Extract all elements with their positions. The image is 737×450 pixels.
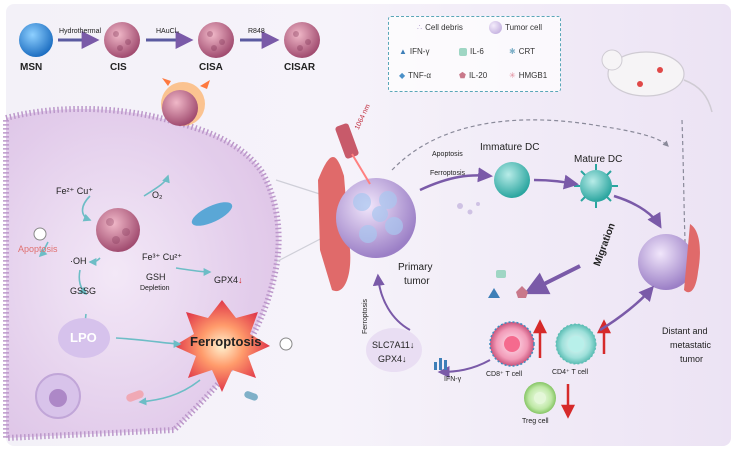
legend-crt: ✱CRT <box>509 47 535 56</box>
primary-tumor-label-2: tumor <box>404 276 430 287</box>
msn-label: MSN <box>20 62 43 73</box>
ferroptosis-vertical-label: Ferroptosis <box>362 298 369 334</box>
mitochondrion-icon <box>191 202 233 226</box>
gpx4-label: GPX4↓ <box>214 275 243 285</box>
cd8-label: CD8⁺ T cell <box>486 371 523 378</box>
slc7a11-label: SLC7A11↓ <box>372 340 415 350</box>
legend-box: ∴Cell debris Tumor cell ▲IFN-γ IL-6 ✱CRT… <box>388 16 561 92</box>
distant-tumor-label-1: Distant and <box>662 326 708 336</box>
sphere-icon <box>489 21 502 34</box>
legend-ifn: ▲IFN-γ <box>399 47 430 56</box>
r848-label: R848 <box>248 28 265 35</box>
diamond-icon: ◆ <box>399 71 406 80</box>
cisar-particle <box>284 22 320 58</box>
msn-particle <box>19 23 53 57</box>
cd4-label: CD4⁺ T cell <box>552 369 589 376</box>
blood-vessel-primary <box>318 156 351 292</box>
legend-tumor-cell: Tumor cell <box>489 21 542 34</box>
gpx4-down-label: GPX4↓ <box>378 354 407 364</box>
triangle-icon: ▲ <box>399 47 407 56</box>
treg-label: Treg cell <box>522 418 549 425</box>
distant-tumor-label-2: metastatic <box>670 340 712 350</box>
lpo-blob <box>58 318 110 358</box>
cytokine-cluster <box>488 270 528 298</box>
ferroptosis-label-cell: Ferroptosis <box>190 334 262 349</box>
skull-icon-apoptosis <box>33 227 47 241</box>
dots-icon: ∴ <box>417 23 423 32</box>
primary-tumor-label-1: Primary <box>398 262 433 273</box>
flaming-nanoparticle <box>162 90 198 126</box>
rounded-square-icon <box>459 47 467 56</box>
star-icon: ✱ <box>509 47 516 56</box>
legend-il20: ⬟IL-20 <box>459 71 488 80</box>
laser-icon <box>335 123 359 159</box>
ions-top-label: Fe²⁺ Cu⁺ <box>56 186 94 196</box>
mature-dc-label: Mature DC <box>574 154 623 165</box>
cis-particle <box>104 22 140 58</box>
distant-tumor <box>638 234 694 290</box>
cis-label: CIS <box>110 62 127 73</box>
migration-arrow <box>523 264 581 295</box>
pentagon-icon: ⬟ <box>459 71 466 80</box>
distant-tumor-label-3: tumor <box>680 354 704 364</box>
legend-cell-debris: ∴Cell debris <box>417 23 463 32</box>
ions-right-label: Fe³⁺ Cu²⁺ <box>142 252 183 262</box>
immature-dc-label: Immature DC <box>480 142 540 153</box>
oh-label: ·OH <box>70 256 87 266</box>
ferroptosis-label-immune: Ferroptosis <box>430 170 466 177</box>
cisa-label: CISA <box>199 62 223 73</box>
hydrothermal-label: Hydrothermal <box>59 28 102 35</box>
immature-dc <box>494 162 530 198</box>
gsh-depletion-label: Depletion <box>140 285 170 292</box>
cisar-label: CISAR <box>284 62 316 73</box>
blood-vessel-distant <box>684 224 700 293</box>
o2-label: O₂ <box>152 190 163 200</box>
ifn-icon <box>434 358 447 370</box>
haucl4-label: HAuCl₄ <box>156 28 180 35</box>
gsh-label: GSH <box>146 272 166 282</box>
cross-icon: ✳ <box>509 71 516 80</box>
mouse-icon <box>607 51 685 97</box>
skull-icon-ferroptosis <box>279 337 293 351</box>
ifn-label: IFN-γ <box>444 376 462 383</box>
gssg-label: GSSG <box>70 286 97 296</box>
slc7a11-cell <box>366 328 422 372</box>
ferroptosis-burst <box>174 300 270 392</box>
cis-nanoparticle-in-cell <box>96 208 140 252</box>
cisa-particle <box>198 22 234 58</box>
apoptosis-label-cell: Apoptosis <box>18 244 58 254</box>
legend-hmgb1: ✳HMGB1 <box>509 71 548 80</box>
apoptosis-label-immune: Apoptosis <box>432 151 463 158</box>
legend-il6: IL-6 <box>459 47 484 56</box>
legend-tnf: ◆TNF-α <box>399 71 431 80</box>
lpo-label: LPO <box>70 330 97 345</box>
